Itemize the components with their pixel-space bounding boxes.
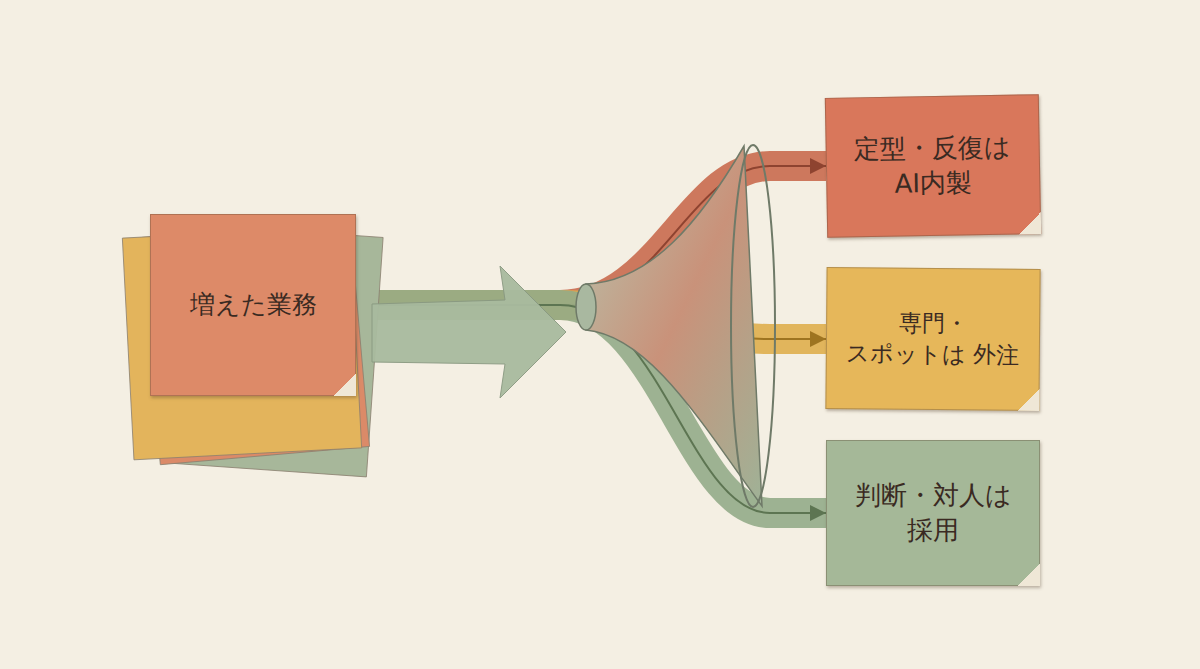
note-curl [1018, 564, 1040, 586]
note-curl [1017, 389, 1039, 411]
note-text: 定型・反復は AI内製 [844, 129, 1021, 202]
note-text: 増えた業務 [190, 288, 317, 322]
note-text: 判断・対人は 採用 [845, 478, 1021, 548]
note-text: 専門・スポットは 外注 [845, 307, 1022, 371]
sticky-note: 専門・スポットは 外注 [825, 267, 1040, 411]
note-curl [334, 374, 356, 396]
funnel [576, 145, 775, 507]
sticky-note: 判断・対人は 採用 [826, 440, 1040, 586]
sticky-note: 定型・反復は AI内製 [825, 94, 1041, 238]
flow-arrow [372, 266, 566, 398]
sticky-note: 増えた業務 [150, 214, 356, 396]
note-curl [1019, 212, 1041, 234]
